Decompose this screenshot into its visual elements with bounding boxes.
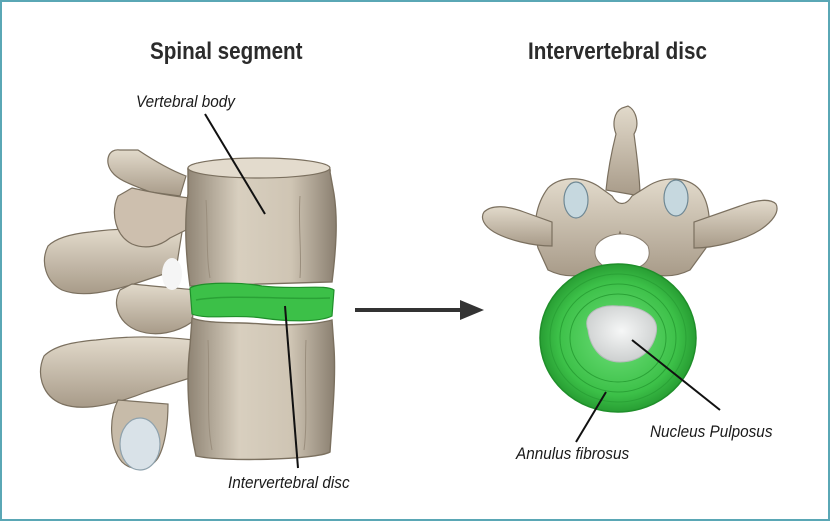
upper-body-top-rim	[188, 158, 330, 178]
nucleus-pulposus-label: Nucleus Pulposus	[650, 422, 772, 442]
foramen-gap	[162, 258, 182, 290]
disc-top-view-illustration	[482, 106, 777, 442]
top-spinous-process	[606, 106, 640, 196]
right-facet	[664, 180, 688, 216]
intervertebral-disc-title: Intervertebral disc	[528, 38, 707, 66]
annulus-fibrosus-label: Annulus fibrosus	[516, 444, 629, 464]
spinal-segment-illustration	[41, 114, 337, 470]
intervertebral-disc-label: Intervertebral disc	[228, 473, 350, 493]
segment-disc	[190, 283, 334, 321]
left-facet	[564, 182, 588, 218]
lower-facet-cartilage	[120, 418, 160, 470]
transition-arrow	[355, 300, 484, 320]
middle-process	[117, 284, 196, 334]
upper-spinous-process	[108, 150, 186, 196]
lower-transverse-process	[41, 337, 194, 407]
spinal-segment-title: Spinal segment	[150, 38, 303, 66]
vertebral-body-label: Vertebral body	[136, 92, 235, 112]
